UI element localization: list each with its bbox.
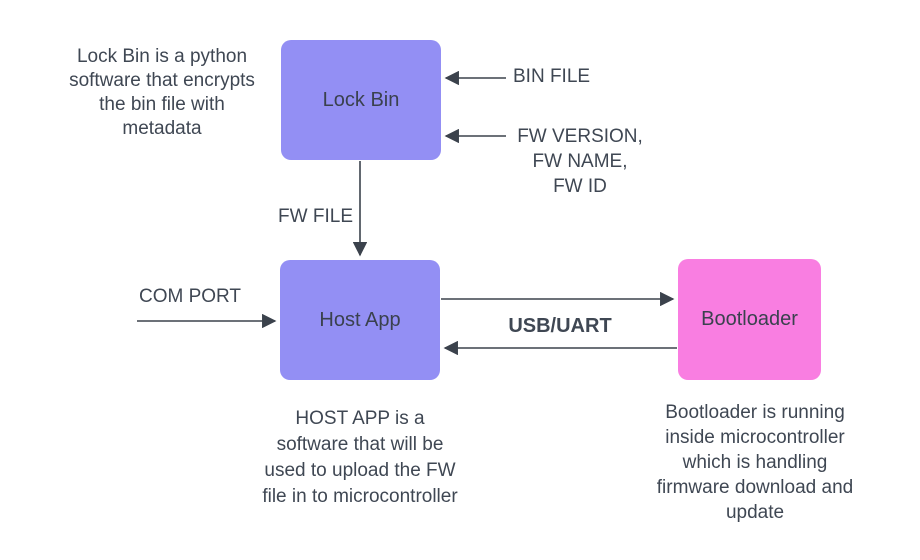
- node-host-app-label: Host App: [319, 308, 401, 331]
- node-host-app: Host App: [280, 260, 440, 380]
- note-bootloader-description: Bootloader is running inside microcontro…: [656, 402, 854, 523]
- node-lock-bin: Lock Bin: [281, 40, 441, 160]
- note-host-app-description: HOST APP is a software that will be used…: [262, 408, 458, 507]
- edge-label-fw-file: FW FILE: [278, 206, 353, 227]
- note-lock-bin-description: Lock Bin is a python software that encry…: [69, 46, 255, 139]
- node-bootloader-label: Bootloader: [701, 308, 798, 330]
- node-bootloader: Bootloader: [678, 259, 821, 380]
- node-lock-bin-label: Lock Bin: [322, 88, 400, 111]
- edge-label-fw-metadata: FW VERSION, FW NAME, FW ID: [517, 126, 643, 197]
- edge-label-com-port: COM PORT: [138, 286, 242, 307]
- edge-label-usb-uart: USB/UART: [508, 315, 612, 337]
- edge-label-bin-file: BIN FILE: [513, 66, 591, 87]
